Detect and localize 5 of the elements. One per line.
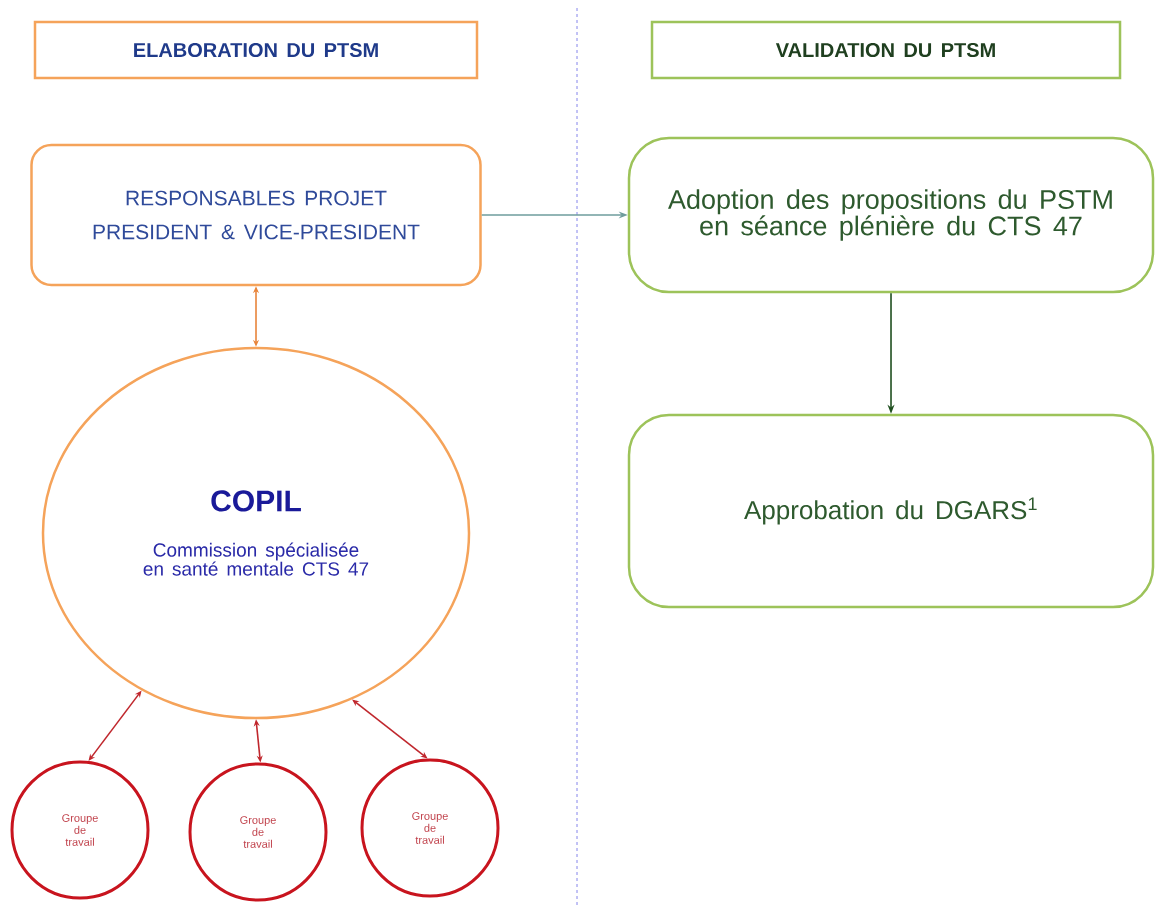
process-box: Adoption des propositions du PSTM en séance plénière du CTS 47 (627, 136, 1155, 294)
heading-box: ELABORATION DU PTSM (33, 20, 479, 80)
process-box: Approbation du DGARS$^{1}$ (627, 413, 1155, 609)
process-box: RESPONSABLES PROJET PRESIDENT & VICE-PRESIDENT (30, 143, 482, 287)
heading-box: VALIDATION DU PTSM (650, 20, 1122, 80)
